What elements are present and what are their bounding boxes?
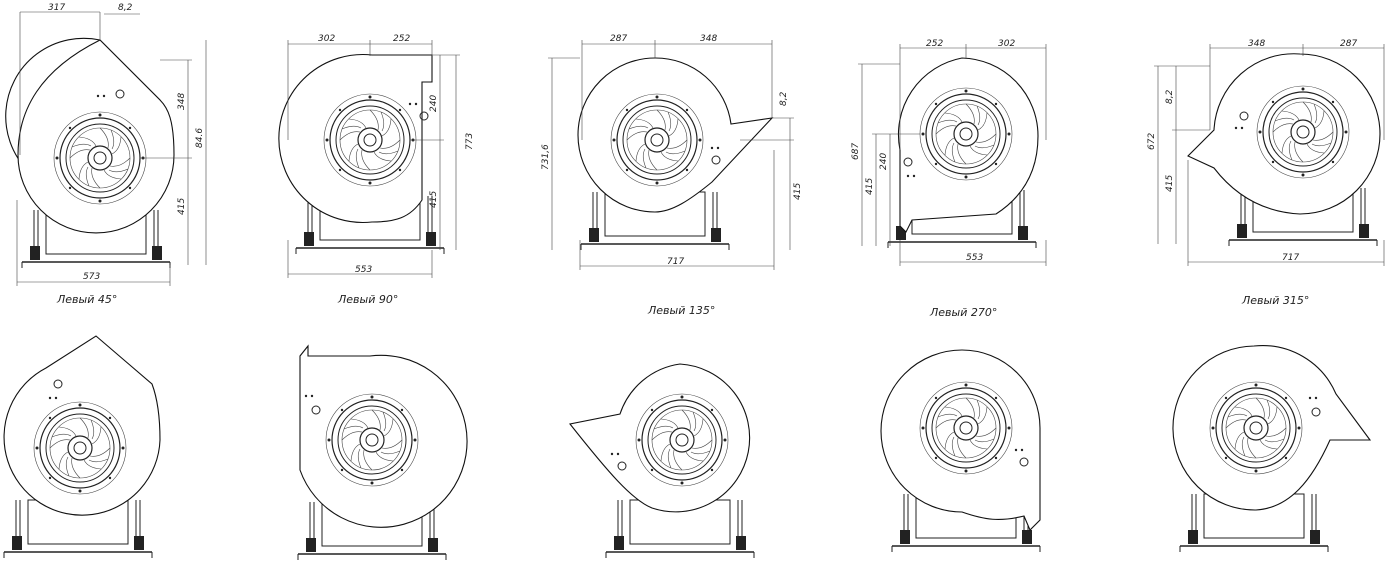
plain-view-45 xyxy=(3,335,161,559)
dim-top-left: 287 xyxy=(610,34,627,44)
view-left-270: 252 302 687 240 415 553 Левый 270° xyxy=(851,39,1047,319)
dim-right-b: 415 xyxy=(177,198,187,215)
dim-top-left: 317 xyxy=(48,3,65,13)
dim-top-left: 302 xyxy=(318,34,335,44)
plain-view-90 xyxy=(297,344,468,561)
dim-bottom: 553 xyxy=(355,265,372,275)
dim-bottom: 553 xyxy=(966,253,983,263)
dim-left-total: 687 xyxy=(851,143,861,160)
view-label: Левый 315° xyxy=(1241,294,1309,307)
dim-left-a: 8,2 xyxy=(1165,89,1175,104)
dim-left-total: 731,6 xyxy=(541,144,551,170)
dim-top-right: 302 xyxy=(998,39,1015,49)
dim-right-b: 415 xyxy=(429,191,439,208)
dim-top-left: 252 xyxy=(926,39,943,49)
dim-bottom: 717 xyxy=(1282,253,1299,263)
dim-top-right: 8,2 xyxy=(118,3,133,13)
view-left-90: 302 252 240 415 773 553 Левый 90° xyxy=(278,34,475,306)
dim-left-b: 415 xyxy=(865,178,875,195)
plain-view-135 xyxy=(569,363,755,559)
view-left-135: 287 348 731,6 8,2 415 717 Левый 135° xyxy=(541,34,803,317)
plain-view-270 xyxy=(880,349,1041,553)
dim-right-a: 348 xyxy=(177,93,187,110)
dim-left-total: 672 xyxy=(1147,133,1157,150)
view-label: Левый 90° xyxy=(337,293,398,306)
dim-top-right: 348 xyxy=(700,34,717,44)
view-label: Левый 135° xyxy=(647,304,715,317)
view-left-315: 348 287 672 8,2 415 717 Левый 315° xyxy=(1147,39,1385,307)
dim-top-right: 252 xyxy=(393,34,410,44)
plain-view-315 xyxy=(1172,345,1372,553)
dim-right-b: 415 xyxy=(793,183,803,200)
view-label: Левый 45° xyxy=(56,293,117,306)
dim-right-total: 773 xyxy=(465,133,475,150)
dim-right-a: 8,2 xyxy=(779,91,789,106)
dim-right-a: 240 xyxy=(429,95,439,112)
view-left-45: 317 8,2 348 415 84.6 573 Левый 45° xyxy=(5,3,207,306)
dim-top-left: 348 xyxy=(1248,39,1265,49)
dim-bottom: 573 xyxy=(83,272,100,282)
dim-top-right: 287 xyxy=(1340,39,1357,49)
dim-left-b: 415 xyxy=(1165,175,1175,192)
dim-left-a: 240 xyxy=(879,153,889,170)
dim-right-total: 84.6 xyxy=(195,128,205,148)
view-label: Левый 270° xyxy=(929,306,997,319)
dim-bottom: 717 xyxy=(667,257,684,267)
